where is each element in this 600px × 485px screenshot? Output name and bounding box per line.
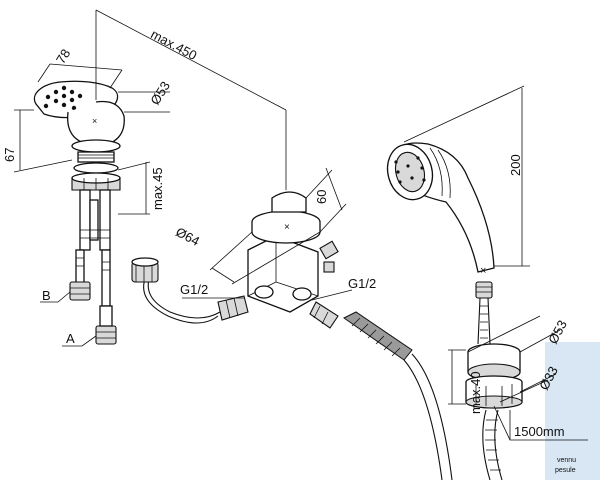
svg-text:200: 200 (508, 154, 523, 176)
svg-text:G1/2: G1/2 (348, 276, 376, 291)
dimension-200: 200 (403, 85, 530, 267)
svg-text:max.45: max.45 (150, 167, 165, 210)
svg-text:G1/2: G1/2 (180, 282, 208, 297)
dimension-max450: max.450 (95, 9, 287, 190)
dimension-g12-left: G1/2 (180, 282, 244, 299)
svg-text:Ø64: Ø64 (173, 224, 202, 249)
hand-shower: × (386, 142, 523, 481)
svg-text:A: A (66, 331, 75, 346)
svg-text:Ø53: Ø53 (147, 79, 173, 108)
dimension-g12-right: G1/2 (311, 276, 376, 301)
dimension-max40: max.40 (448, 349, 483, 414)
svg-text:pesule: pesule (555, 467, 576, 474)
center-mark: × (284, 222, 290, 233)
svg-text:1500mm: 1500mm (514, 424, 565, 439)
svg-text:78: 78 (53, 46, 73, 66)
dimension-78: 78 (37, 46, 123, 89)
diverter-valve: × (131, 191, 453, 481)
svg-text:max.450: max.450 (148, 26, 199, 63)
dimension-max45: max.45 (117, 161, 165, 215)
svg-text:60: 60 (314, 190, 329, 204)
label-a: A (62, 331, 97, 347)
svg-text:vennu: vennu (557, 457, 576, 464)
dimension-d53-top: Ø53 (118, 79, 173, 113)
svg-text:B: B (42, 288, 51, 303)
label-b: B (40, 288, 71, 303)
svg-text:67: 67 (2, 148, 17, 162)
center-mark: × (480, 265, 486, 277)
dimension-60: 60 (305, 167, 347, 233)
lever-handle-assembly: × (33, 80, 125, 345)
svg-text:max.40: max.40 (468, 371, 483, 414)
dimension-hose-length: 1500mm (493, 405, 588, 441)
dimension-67: 67 (2, 109, 73, 173)
watermark: vennu pesule (545, 342, 600, 480)
center-mark: × (92, 116, 97, 126)
